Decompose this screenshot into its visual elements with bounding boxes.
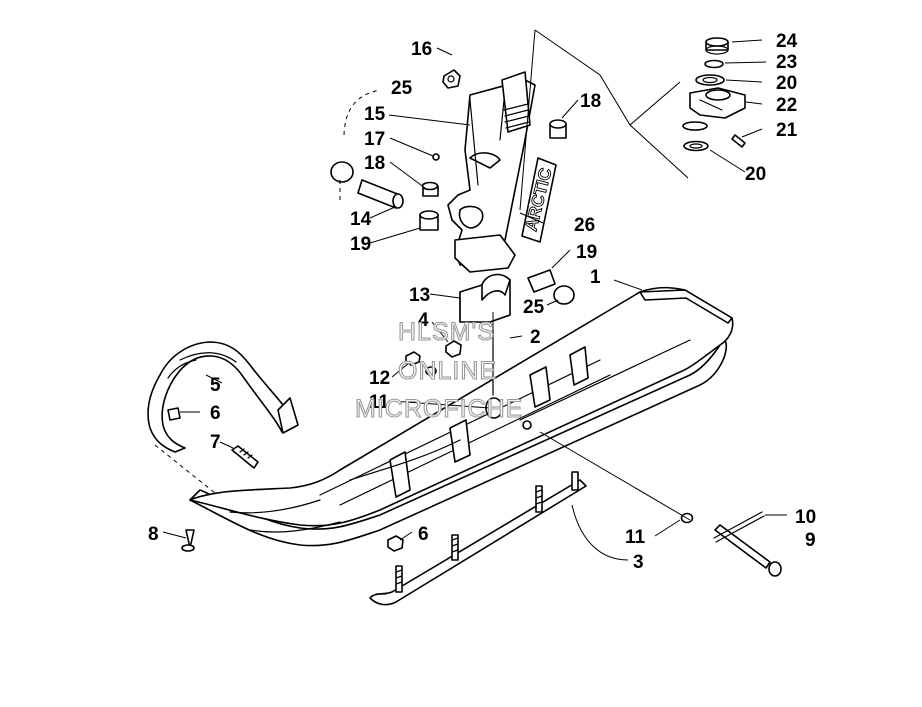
saddle — [459, 273, 511, 323]
spindle — [447, 71, 536, 273]
callout-14: 14 — [350, 209, 372, 230]
callout-4: 4 — [418, 310, 429, 331]
callout-6-loop: 6 — [210, 403, 221, 424]
watermark: HLSM'S ONLINE MICROFICHE — [354, 317, 523, 423]
bushings — [330, 69, 575, 305]
callout-23: 23 — [776, 52, 797, 73]
callout-13: 13 — [409, 285, 430, 306]
callout-20-bottom: 20 — [745, 164, 766, 185]
callout-26: 26 — [574, 215, 595, 236]
callout-15: 15 — [364, 104, 386, 125]
callout-25-bottom: 25 — [523, 297, 545, 318]
callout-2: 2 — [530, 327, 541, 348]
callout-22: 22 — [776, 95, 797, 116]
ski-body — [189, 286, 734, 547]
callout-3: 3 — [633, 552, 644, 573]
callout-17: 17 — [364, 129, 385, 150]
callout-8: 8 — [148, 524, 159, 545]
leader-lines — [162, 39, 787, 561]
callout-19-right: 19 — [576, 242, 597, 263]
callout-11-upper: 11 — [369, 392, 390, 413]
callout-labels: 1 2 3 4 5 6 6 7 8 9 10 11 11 12 13 14 15… — [148, 31, 816, 573]
callout-5: 5 — [210, 375, 221, 396]
pivot-hardware — [680, 511, 782, 577]
assembly-lines — [154, 29, 691, 521]
callout-21: 21 — [776, 120, 798, 141]
callout-6-ski: 6 — [418, 524, 429, 545]
callout-11-lower: 11 — [625, 527, 646, 548]
callout-19-left: 19 — [350, 234, 371, 255]
callout-16: 16 — [411, 39, 432, 60]
callout-1: 1 — [590, 267, 601, 288]
watermark-line-1: HLSM'S — [398, 318, 495, 346]
arctic-decal: ARCTIC — [521, 157, 557, 243]
callout-12: 12 — [369, 368, 390, 389]
ski-loop — [147, 341, 299, 453]
steering-arm-assembly — [682, 37, 746, 152]
watermark-line-3: MICROFICHE — [355, 395, 523, 423]
callout-25-top: 25 — [391, 78, 413, 99]
watermark-line-2: ONLINE — [398, 357, 497, 385]
callout-24: 24 — [776, 31, 798, 52]
arctic-decal-text: ARCTIC — [521, 166, 555, 233]
hardware — [167, 329, 503, 552]
callout-18-left: 18 — [364, 153, 385, 174]
callout-9: 9 — [805, 530, 816, 551]
callout-7: 7 — [210, 432, 221, 453]
callout-18-right: 18 — [580, 91, 601, 112]
callout-20-top: 20 — [776, 73, 797, 94]
carbide-runner — [369, 471, 587, 606]
callout-10: 10 — [795, 507, 816, 528]
